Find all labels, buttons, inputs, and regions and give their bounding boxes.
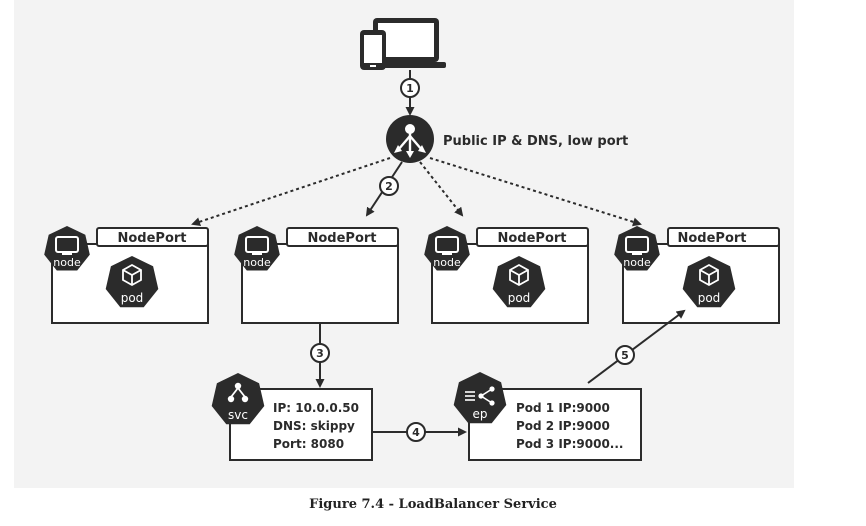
arrow-to-node-1: [191, 157, 391, 227]
node-2: NodePort node: [234, 226, 399, 324]
step-3-marker: 3: [310, 343, 330, 363]
nodeport-tab-2-label: NodePort: [307, 231, 376, 246]
nodeport-tab-4-label: NodePort: [677, 231, 746, 246]
node-1-label: node: [53, 256, 81, 269]
step-3-label: 3: [316, 347, 324, 360]
figure-caption: Figure 7.4 - LoadBalancer Service: [309, 497, 557, 512]
step-5-marker: 5: [615, 345, 635, 365]
node-3-label: node: [433, 256, 461, 269]
node-4: NodePort node pod: [614, 226, 780, 324]
endpoint-pod-3: Pod 3 IP:9000...: [516, 437, 623, 451]
step-2-marker: 2: [379, 176, 399, 196]
pod-1-label: pod: [121, 291, 144, 305]
service-port: Port: 8080: [273, 437, 344, 451]
service-ip: IP: 10.0.0.50: [273, 401, 359, 415]
service-dns: DNS: skippy: [273, 419, 355, 433]
arrow-to-node-3: [419, 161, 464, 217]
arrow-step-5: [587, 309, 686, 384]
endpoints-icon: ep: [453, 372, 507, 424]
nodeport-tab-1-label: NodePort: [117, 231, 186, 246]
step-1-marker: 1: [400, 78, 420, 98]
step-4-label: 4: [412, 426, 420, 439]
arrow-to-node-4: [429, 157, 642, 227]
load-balancer-icon: [386, 115, 434, 163]
node-2-label: node: [243, 256, 271, 269]
step-1-label: 1: [406, 82, 414, 95]
nodeport-tab-3-label: NodePort: [497, 231, 566, 246]
endpoints-icon-label: ep: [473, 407, 488, 421]
service-icon: svc: [211, 373, 265, 425]
pod-4-label: pod: [698, 291, 721, 305]
service-icon-label: svc: [228, 408, 248, 422]
node-3: NodePort node pod: [424, 226, 589, 324]
step-5-label: 5: [621, 349, 629, 362]
step-4-marker: 4: [406, 422, 426, 442]
load-balancer-label: Public IP & DNS, low port: [443, 134, 628, 149]
endpoint-pod-1: Pod 1 IP:9000: [516, 401, 610, 415]
step-2-label: 2: [385, 180, 393, 193]
node-4-label: node: [623, 256, 651, 269]
pod-3-label: pod: [508, 291, 531, 305]
client-devices-icon: [360, 18, 446, 70]
endpoint-pod-2: Pod 2 IP:9000: [516, 419, 610, 433]
node-1: NodePort node pod: [44, 226, 209, 324]
